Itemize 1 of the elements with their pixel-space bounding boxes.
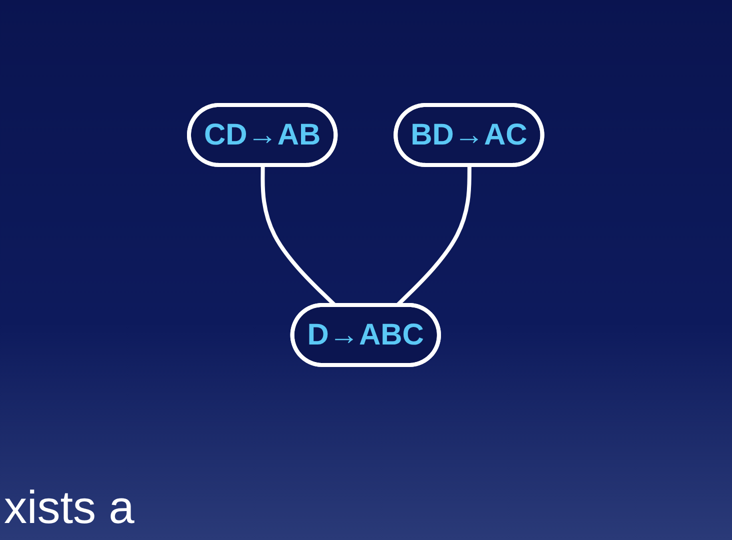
slide-text: xists a xyxy=(4,481,134,534)
